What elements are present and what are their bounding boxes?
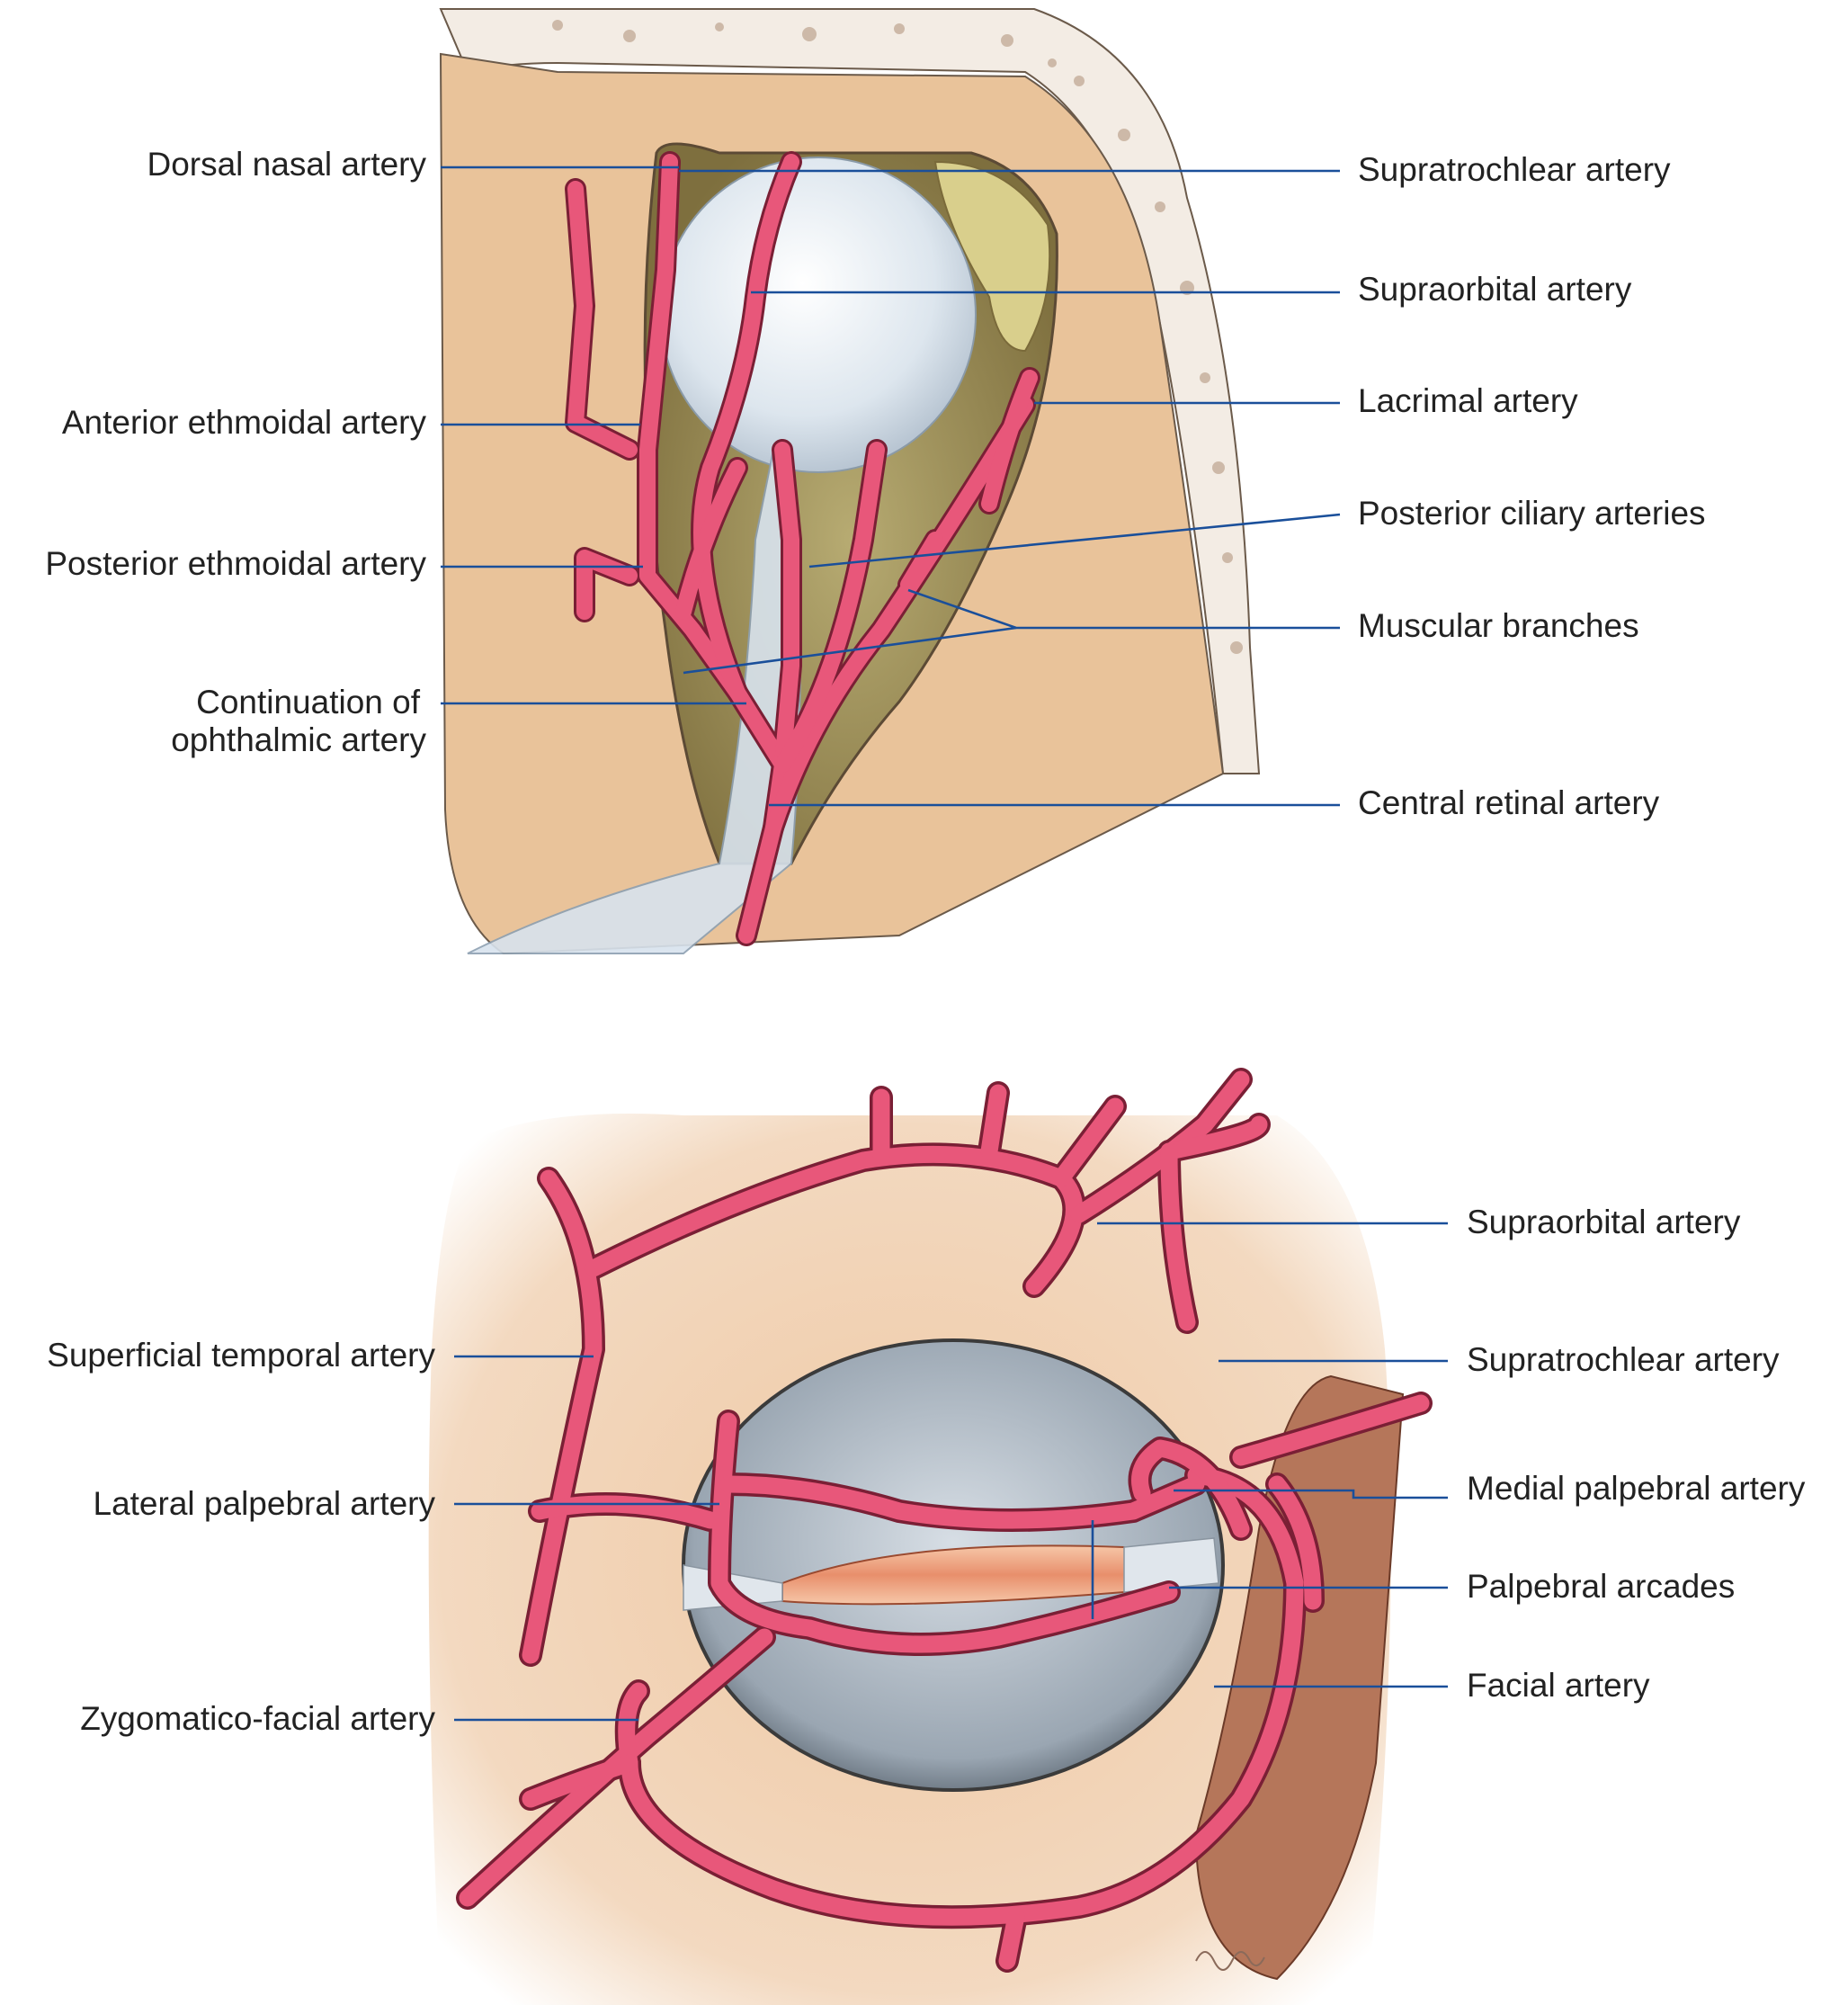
skull-bone bbox=[439, 8, 1261, 774]
label-anterior-ethmoidal-artery: Anterior ethmoidal artery bbox=[61, 404, 426, 441]
label-superficial-temporal-artery: Superficial temporal artery bbox=[47, 1337, 435, 1374]
label-lacrimal-artery: Lacrimal artery bbox=[1358, 382, 1578, 419]
upper-leader-lines bbox=[441, 166, 1341, 807]
label-facial-artery: Facial artery bbox=[1467, 1667, 1650, 1704]
label-continuation-ophthalmic-line2: ophthalmic artery bbox=[171, 721, 426, 758]
lacrimal-gland bbox=[933, 160, 1051, 353]
lower-face-panel bbox=[428, 1068, 1448, 2005]
label-central-retinal-artery: Central retinal artery bbox=[1358, 784, 1660, 821]
label-supratrochlear-artery-lower: Supratrochlear artery bbox=[1467, 1341, 1780, 1378]
label-supratrochlear-artery-upper: Supratrochlear artery bbox=[1358, 151, 1671, 188]
label-medial-palpebral-artery: Medial palpebral artery bbox=[1467, 1470, 1806, 1507]
label-muscular-branches: Muscular branches bbox=[1358, 607, 1639, 644]
lower-arteries bbox=[456, 1068, 1433, 1973]
label-supraorbital-artery-lower: Supraorbital artery bbox=[1467, 1204, 1741, 1240]
label-palpebral-arcades: Palpebral arcades bbox=[1467, 1568, 1736, 1605]
upper-arteries bbox=[565, 151, 1040, 946]
canthal-tendon-right bbox=[1123, 1537, 1219, 1593]
eye-globe bbox=[660, 157, 977, 473]
label-dorsal-nasal-artery: Dorsal nasal artery bbox=[147, 146, 426, 183]
artist-signature bbox=[1195, 1951, 1265, 1971]
lower-leader-lines bbox=[454, 1222, 1448, 1722]
label-posterior-ciliary-arteries: Posterior ciliary arteries bbox=[1358, 495, 1706, 532]
label-supraorbital-artery-upper: Supraorbital artery bbox=[1358, 271, 1632, 308]
label-posterior-ethmoidal-artery: Posterior ethmoidal artery bbox=[45, 545, 426, 582]
upper-orbit-panel bbox=[439, 8, 1341, 955]
label-continuation-ophthalmic-line1: Continuation of bbox=[196, 684, 420, 721]
label-zygomatico-facial-artery: Zygomatico-facial artery bbox=[80, 1700, 435, 1737]
label-lateral-palpebral-artery: Lateral palpebral artery bbox=[93, 1485, 436, 1522]
